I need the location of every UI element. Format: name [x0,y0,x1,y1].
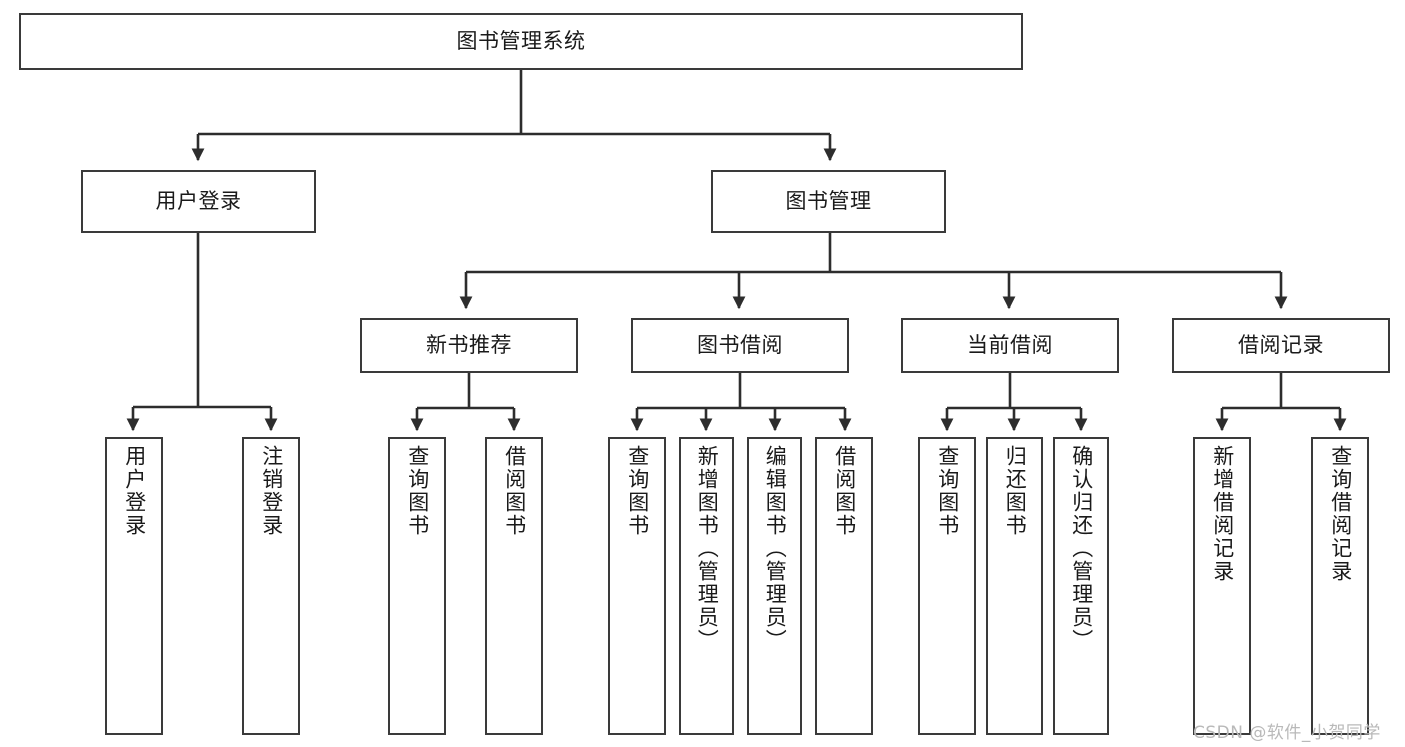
leaf-logout[interactable]: 注销登录 [242,437,300,735]
leaf-query-book-recommend[interactable]: 查询图书 [388,437,446,735]
node-root-system[interactable]: 图书管理系统 [19,13,1023,70]
leaf-return-book[interactable]: 归还图书 [986,437,1043,735]
node-book-management[interactable]: 图书管理 [711,170,946,233]
node-label: 新增借阅记录 [1210,445,1235,583]
node-label: 借阅图书 [832,445,857,537]
node-label: 归还图书 [1003,445,1028,537]
node-label: 编辑图书（管理员） [763,445,788,652]
node-label: 用户登录 [155,189,242,214]
node-label: 借阅记录 [1238,333,1324,358]
node-label: 查询借阅记录 [1328,445,1353,583]
watermark-text: CSDN @软件_小贺同学 [1193,723,1381,743]
node-user-login[interactable]: 用户登录 [81,170,316,233]
node-label: 查询图书 [935,445,960,537]
leaf-user-login[interactable]: 用户登录 [105,437,163,735]
node-label: 图书管理系统 [456,29,586,54]
node-label: 新增图书（管理员） [695,445,720,652]
node-label: 用户登录 [122,445,147,537]
leaf-query-book-current[interactable]: 查询图书 [918,437,976,735]
node-label: 图书管理 [785,189,872,214]
node-current-borrow[interactable]: 当前借阅 [901,318,1119,373]
node-book-borrow[interactable]: 图书借阅 [631,318,849,373]
leaf-edit-book-admin[interactable]: 编辑图书（管理员） [747,437,802,735]
node-label: 借阅图书 [502,445,527,537]
leaf-add-borrow-record[interactable]: 新增借阅记录 [1193,437,1251,735]
leaf-query-borrow-record[interactable]: 查询借阅记录 [1311,437,1369,735]
leaf-query-book-borrow[interactable]: 查询图书 [608,437,666,735]
node-label: 确认归还（管理员） [1069,445,1094,652]
node-new-book-recommend[interactable]: 新书推荐 [360,318,578,373]
node-borrow-record[interactable]: 借阅记录 [1172,318,1390,373]
node-label: 查询图书 [405,445,430,537]
leaf-borrow-book[interactable]: 借阅图书 [815,437,873,735]
leaf-borrow-book-recommend[interactable]: 借阅图书 [485,437,543,735]
leaf-confirm-return-admin[interactable]: 确认归还（管理员） [1053,437,1109,735]
leaf-add-book-admin[interactable]: 新增图书（管理员） [679,437,734,735]
node-label: 当前借阅 [967,333,1053,358]
node-label: 查询图书 [625,445,650,537]
node-label: 新书推荐 [426,333,512,358]
node-label: 注销登录 [259,445,284,537]
node-label: 图书借阅 [697,333,783,358]
